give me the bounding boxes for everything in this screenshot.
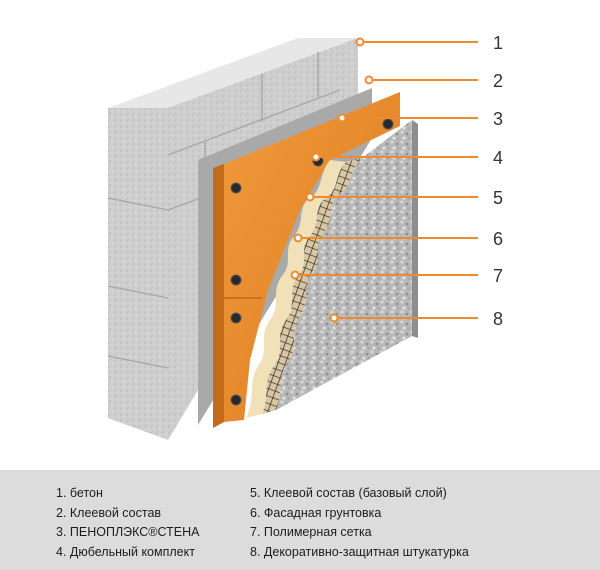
leader-dot <box>293 233 303 243</box>
callout-number: 6 <box>493 229 503 249</box>
leader-dot <box>337 113 347 123</box>
dowel-icon <box>230 182 242 194</box>
callout-numbers: 1 2 3 4 5 6 7 8 <box>493 33 503 329</box>
callout-number: 3 <box>493 109 503 129</box>
foam-board-face <box>224 92 400 422</box>
polymer-mesh <box>262 158 362 414</box>
foam-board <box>213 92 400 428</box>
dowel-anchors <box>230 118 394 406</box>
callout-number: 2 <box>493 71 503 91</box>
leader-dot <box>329 313 339 323</box>
base-adhesive-layer <box>246 160 346 418</box>
foam-board-edge <box>213 164 224 428</box>
legend-column-left: 1. бетон 2. Клеевой состав 3. ПЕНОПЛЭКС®… <box>56 484 199 562</box>
leader-dot <box>290 270 300 280</box>
leader-dot <box>311 152 321 162</box>
decorative-plaster <box>276 120 418 410</box>
legend-item: 7. Полимерная сетка <box>250 525 372 539</box>
callout-number: 4 <box>493 148 503 168</box>
legend-item: 6. Фасадная грунтовка <box>250 505 382 520</box>
callout-number: 1 <box>493 33 503 53</box>
callout-number: 5 <box>493 188 503 208</box>
legend-item: 3. ПЕНОПЛЭКС®СТЕНА <box>56 525 200 539</box>
dowel-icon <box>230 274 242 286</box>
leader-lines <box>290 37 478 323</box>
dowel-icon <box>230 312 242 324</box>
leader-dot <box>355 37 365 47</box>
callout-number: 8 <box>493 309 503 329</box>
legend-column-right: 5. Клеевой состав (базовый слой) 6. Фаса… <box>250 484 469 562</box>
wall-insulation-diagram: 1 2 3 4 5 6 7 8 <box>107 33 503 440</box>
concrete-wall-top <box>108 38 358 108</box>
dowel-icon <box>382 118 394 130</box>
concrete-wall-front <box>108 108 168 440</box>
legend-item: 2. Клеевой состав <box>56 505 162 520</box>
dowel-icon <box>230 394 242 406</box>
leader-dot <box>364 75 374 85</box>
legend-item: 8. Декоративно-защитная штукатурка <box>250 544 469 559</box>
legend-item: 5. Клеевой состав (базовый слой) <box>250 486 447 500</box>
legend-item: 4. Дюбельный комплект <box>56 544 195 559</box>
callout-number: 7 <box>493 266 503 286</box>
legend-panel: 1. бетон 2. Клеевой состав 3. ПЕНОПЛЭКС®… <box>0 470 600 570</box>
legend-item: 1. бетон <box>56 486 103 500</box>
leader-dot <box>305 192 315 202</box>
